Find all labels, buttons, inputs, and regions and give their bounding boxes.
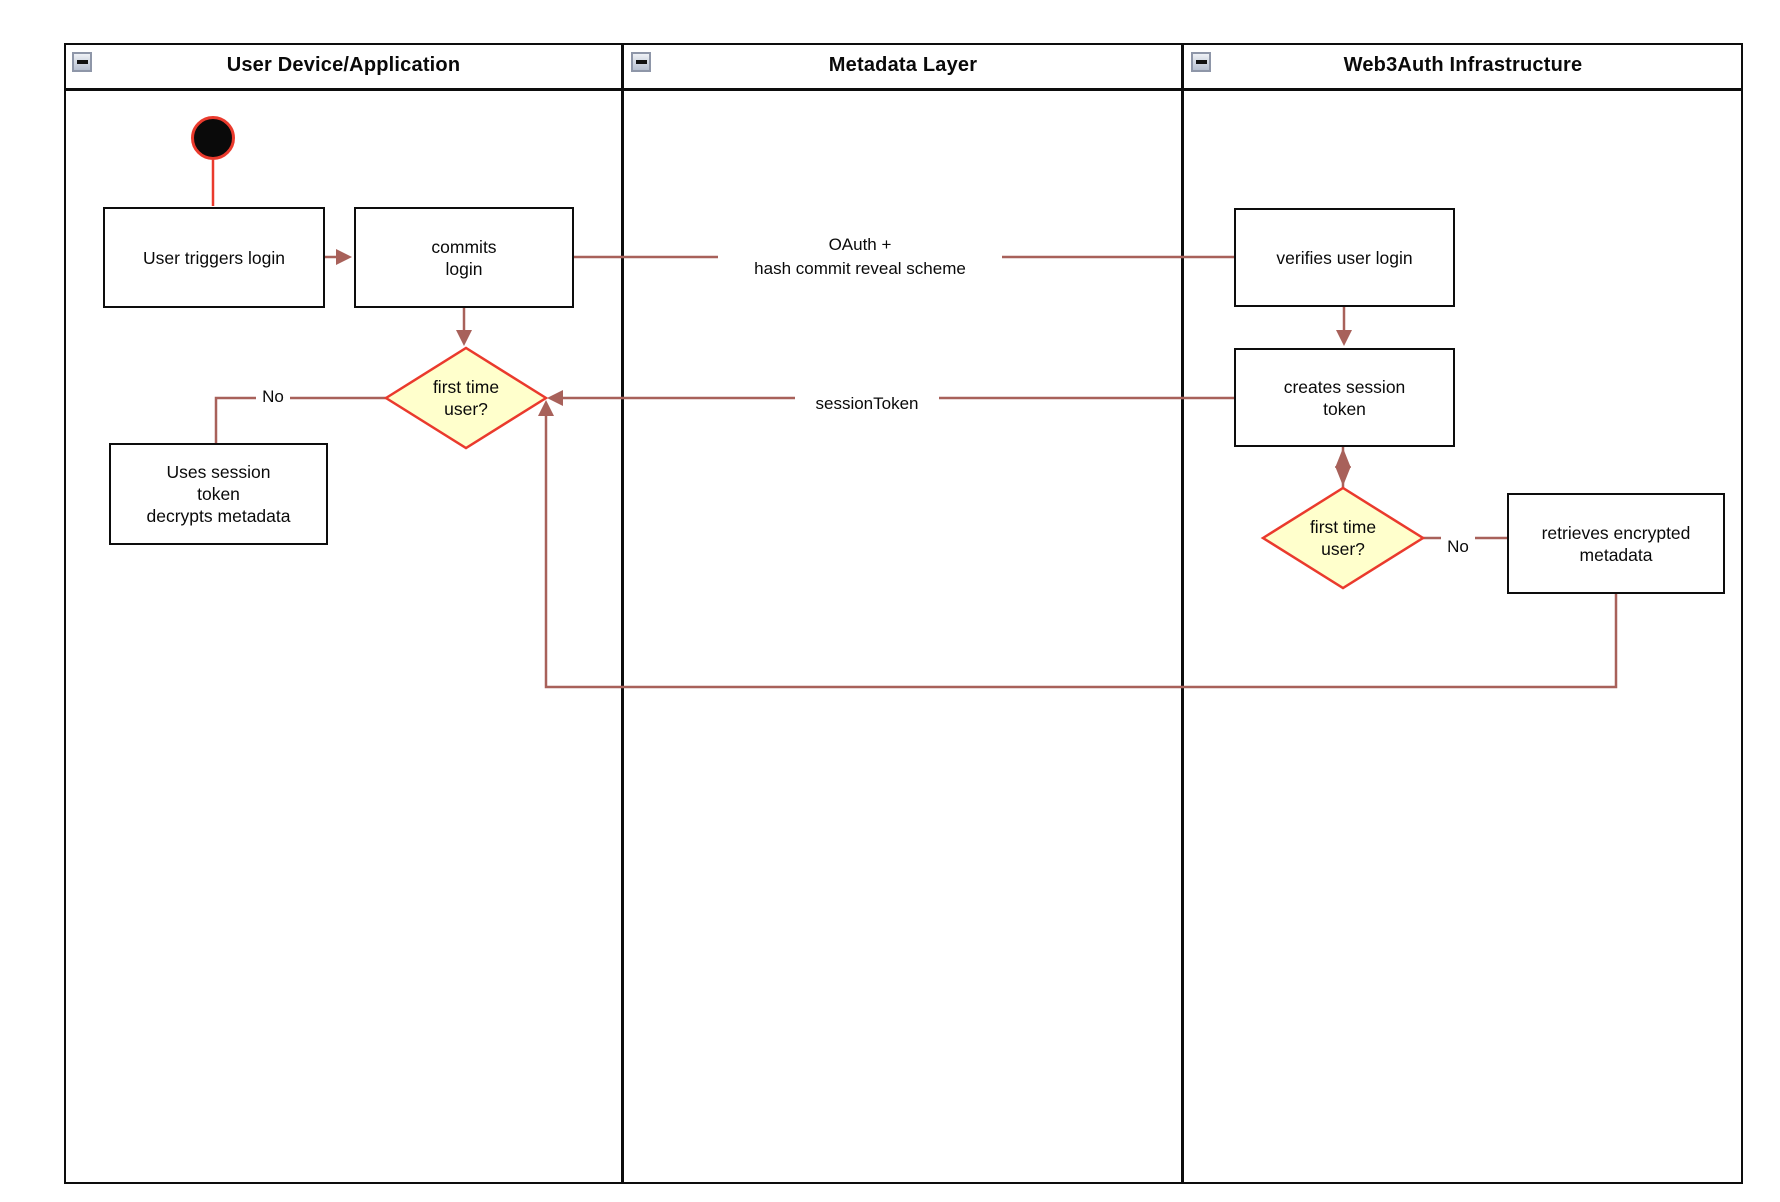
edge-label-no-web3auth: No [1441, 535, 1475, 559]
arrowhead-down-icon [456, 330, 472, 346]
edge-label-oauth: OAuth + hash commit reveal scheme [718, 233, 1002, 281]
lane-divider-1 [621, 43, 624, 1184]
lane-title: Web3Auth Infrastructure [1343, 54, 1583, 76]
node-label: creates session [1283, 376, 1406, 397]
decision-label-first-time-user-device: first time user? [396, 375, 536, 421]
swimlane-frame [64, 43, 1743, 1184]
arrowhead-down-icon [1336, 330, 1352, 346]
lane-header-user-device[interactable]: User Device/Application [64, 43, 623, 88]
decision-label-line: user? [444, 399, 488, 419]
minus-glyph [1195, 60, 1207, 64]
decision-first-time-web3auth[interactable] [1260, 486, 1426, 590]
arrowhead-up-icon [538, 400, 554, 416]
node-label: decrypts metadata [146, 506, 291, 526]
lane-title: Metadata Layer [828, 54, 978, 76]
node-label: retrieves encrypted [1541, 522, 1691, 543]
decision-first-time-user-device[interactable] [383, 346, 549, 450]
node-label: token [197, 484, 240, 504]
lane-title: User Device/Application [226, 54, 461, 76]
node-label: login [445, 258, 483, 279]
decision-label-line: user? [1321, 539, 1365, 559]
edge-label-no-device: No [256, 385, 290, 409]
minus-glyph [76, 60, 88, 64]
decision-label-line: first time [432, 377, 500, 397]
decision-label-first-time-web3auth: first time user? [1273, 515, 1413, 561]
node-verifies-user-login[interactable]: verifies user login [1234, 208, 1455, 307]
node-retrieves-encrypted-metadata[interactable]: retrieves encrypted metadata [1507, 493, 1725, 594]
minus-glyph [635, 60, 647, 64]
node-label: commits [431, 236, 497, 257]
node-commits-login[interactable]: commits login [354, 207, 574, 308]
collapse-minus-icon[interactable] [72, 52, 92, 72]
node-user-triggers-login[interactable]: User triggers login [103, 207, 325, 308]
lane-header-divider [64, 88, 1743, 91]
node-label: verifies user login [1276, 247, 1413, 268]
collapse-minus-icon[interactable] [1191, 52, 1211, 72]
edge-label-session-token: sessionToken [795, 392, 939, 416]
edge-no-to-uses-session [214, 396, 386, 443]
collapse-minus-icon[interactable] [631, 52, 651, 72]
node-label: User triggers login [143, 247, 285, 268]
edge-metadata-feedback [544, 414, 1618, 689]
start-node[interactable] [191, 116, 235, 160]
arrowhead-down-icon [1335, 466, 1351, 486]
lane-header-metadata-layer[interactable]: Metadata Layer [623, 43, 1183, 88]
node-label: token [1323, 398, 1366, 419]
node-label: Uses session [166, 462, 271, 482]
edge-label-line: hash commit reveal scheme [754, 259, 966, 278]
edge-label-line: OAuth + [828, 235, 892, 254]
lane-header-web3auth[interactable]: Web3Auth Infrastructure [1183, 43, 1743, 88]
arrowhead-right-icon [336, 249, 352, 265]
arrowhead-left-icon [547, 390, 563, 406]
node-uses-session-token[interactable]: Uses session token decrypts metadata [109, 443, 328, 545]
arrowhead-up-icon [1335, 448, 1351, 468]
decision-label-line: first time [1309, 517, 1377, 537]
node-creates-session-token[interactable]: creates session token [1234, 348, 1455, 447]
node-label: metadata [1579, 544, 1653, 565]
lane-divider-2 [1181, 43, 1184, 1184]
